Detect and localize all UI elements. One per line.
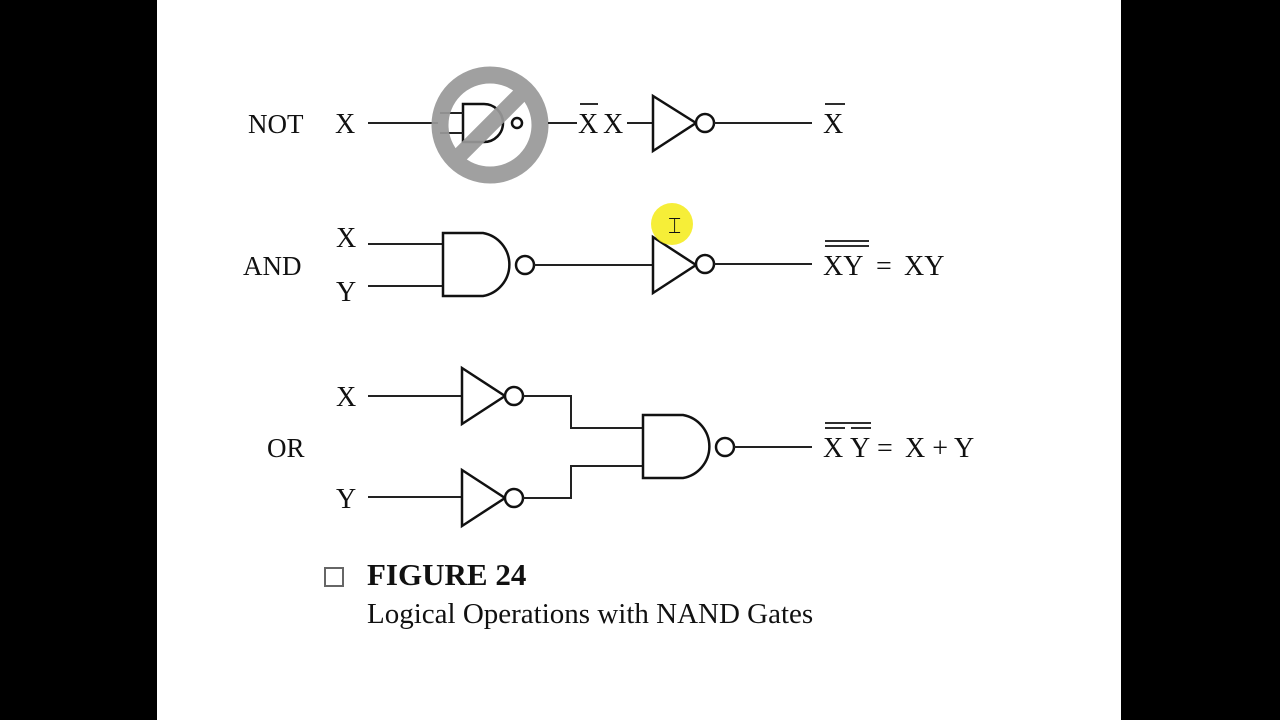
cursor-highlight: ⌶ xyxy=(651,203,693,245)
figure-title: Logical Operations with NAND Gates xyxy=(367,598,814,630)
slide: NOT X X X X xyxy=(157,0,1121,720)
and-input-x: X xyxy=(336,223,356,254)
or-output-lhs-1: X xyxy=(823,433,843,464)
or-equals: = xyxy=(877,433,893,464)
or-wire-x xyxy=(523,395,643,429)
no-symbol-icon xyxy=(431,66,549,184)
or-inverter-x xyxy=(460,365,525,427)
caption-square-icon xyxy=(324,567,344,587)
and-inverter-gate xyxy=(651,234,716,296)
figure-number: FIGURE 24 xyxy=(367,557,527,592)
or-nand-gate xyxy=(641,413,736,480)
row-label-not: NOT xyxy=(248,109,304,139)
or-input-y: Y xyxy=(336,484,356,515)
not-inverter-gate xyxy=(651,93,716,154)
and-equals: = xyxy=(876,251,892,282)
and-input-y: Y xyxy=(336,277,356,308)
or-input-x: X xyxy=(336,382,356,413)
row-label-or: OR xyxy=(267,433,305,463)
not-mid-output: X xyxy=(578,109,598,140)
and-output-lhs: XY xyxy=(823,251,863,282)
not-output: X xyxy=(823,109,843,140)
or-inverter-y xyxy=(460,467,525,529)
text-cursor-icon: ⌶ xyxy=(668,213,681,238)
or-output-lhs-2: Y xyxy=(850,433,870,464)
not-mid-input: X xyxy=(603,109,623,140)
or-wire-y xyxy=(523,465,643,499)
or-output-rhs: X + Y xyxy=(905,433,974,464)
nand-logic-diagram: NOT X X X X xyxy=(243,66,974,529)
and-output-rhs: XY xyxy=(904,251,944,282)
and-nand-gate xyxy=(441,231,536,298)
row-label-and: AND xyxy=(243,251,302,281)
not-input-x: X xyxy=(335,109,355,140)
